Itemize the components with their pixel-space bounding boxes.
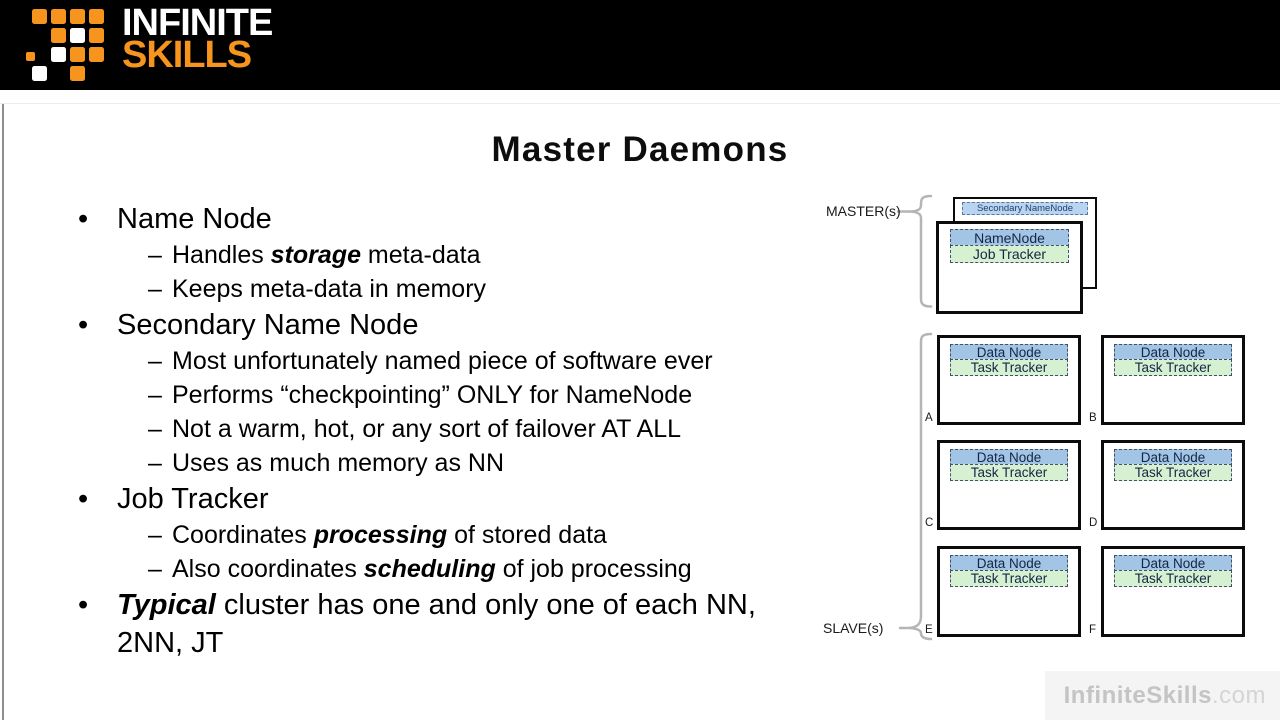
bullet-item: –Also coordinates scheduling of job proc…: [0, 552, 812, 586]
primary-master-node-box: NameNode Job Tracker: [936, 221, 1083, 314]
bullet-marker: •: [78, 483, 89, 515]
task-tracker-chip: Task Tracker: [950, 464, 1068, 481]
bullet-text: Keeps meta-data in memory: [172, 275, 487, 303]
slave-node-box-e: E Data Node Task Tracker: [925, 546, 1081, 637]
infinite-skills-logo: INFINITE SKILLS: [26, 2, 273, 85]
secondary-namenode-chip: Secondary NameNode: [962, 202, 1088, 215]
watermark-panel: InfiniteSkills.com: [1045, 671, 1280, 720]
bullet-text-emphasis: scheduling: [363, 555, 496, 583]
bullet-text: Most unfortunately named piece of softwa…: [172, 347, 713, 375]
bullet-item: –Performs “checkpointing” ONLY for NameN…: [0, 378, 812, 412]
bullet-item: –Most unfortunately named piece of softw…: [0, 344, 812, 378]
bullet-item: • Name Node: [0, 200, 812, 238]
bullet-marker: –: [148, 381, 162, 409]
bullet-text: Coordinates: [172, 521, 314, 549]
slave-group-label: SLAVE(s): [823, 620, 884, 636]
bullet-marker: –: [148, 241, 162, 269]
slave-letter: B: [1089, 412, 1097, 424]
slave-bracket: [908, 332, 933, 641]
slave-letter: A: [925, 412, 933, 424]
namenode-chip: NameNode: [950, 229, 1069, 247]
job-tracker-chip: Job Tracker: [950, 245, 1069, 263]
bullet-text: Also coordinates: [172, 555, 364, 583]
bullet-list: •Name Node –Handles storage meta-data –K…: [0, 200, 812, 662]
slave-node-box-a: A Data Node Task Tracker: [925, 335, 1081, 425]
logo-line-infinite: INFINITE: [122, 2, 273, 44]
bullet-item: • Job Tracker: [0, 480, 812, 518]
bullet-marker: –: [148, 347, 162, 375]
bullet-marker: –: [148, 449, 162, 477]
slave-node-box-c: C Data Node Task Tracker: [925, 440, 1081, 530]
bullet-marker: –: [148, 555, 162, 583]
bullet-text: Not a warm, hot, or any sort of failover…: [172, 415, 682, 443]
header-divider: [0, 103, 1280, 104]
slave-letter: E: [925, 624, 933, 636]
bullet-item: –Handles storage meta-data: [0, 238, 812, 272]
slave-letter: D: [1089, 517, 1098, 529]
bullet-marker: –: [148, 275, 162, 303]
bullet-item: –Coordinates processing of stored data: [0, 518, 812, 552]
bullet-text: cluster has one and only one of each NN,…: [117, 589, 756, 659]
bullet-text: Name Node: [117, 203, 272, 235]
slave-letter: F: [1089, 624, 1097, 636]
task-tracker-chip: Task Tracker: [1114, 570, 1232, 587]
bullet-item: –Not a warm, hot, or any sort of failove…: [0, 412, 812, 446]
bullet-text-emphasis: processing: [313, 521, 448, 549]
master-group-label: MASTER(s): [826, 203, 901, 219]
slave-node-box-f: F Data Node Task Tracker: [1089, 546, 1245, 637]
task-tracker-chip: Task Tracker: [1114, 464, 1232, 481]
data-node-chip: Data Node: [950, 344, 1068, 361]
bullet-item: –Keeps meta-data in memory: [0, 272, 812, 306]
data-node-chip: Data Node: [1114, 555, 1232, 572]
bullet-text: Secondary Name Node: [117, 309, 419, 341]
bullet-marker: •: [78, 589, 89, 621]
bullet-text: Performs “checkpointing” ONLY for NameNo…: [172, 381, 693, 409]
bullet-text: Handles: [172, 241, 271, 269]
task-tracker-chip: Task Tracker: [950, 359, 1068, 376]
page-title: Master Daemons: [491, 130, 789, 169]
bullet-text: of stored data: [447, 521, 607, 549]
bullet-item: • Secondary Name Node: [0, 306, 812, 344]
bullet-item: • Typical cluster has one and only one of…: [0, 586, 812, 662]
slide-left-edge-line: [2, 104, 4, 720]
bullet-marker: •: [78, 203, 89, 235]
bullet-text-emphasis: storage: [270, 241, 361, 269]
header-bar: INFINITE SKILLS: [0, 0, 1280, 90]
watermark-brand: InfiniteSkills: [1063, 681, 1212, 709]
bullet-marker: •: [78, 309, 89, 341]
master-bracket: [907, 194, 933, 308]
task-tracker-chip: Task Tracker: [950, 570, 1068, 587]
bullet-marker: –: [148, 415, 162, 443]
logo-line-skills: SKILLS: [122, 34, 252, 76]
slave-node-box-b: B Data Node Task Tracker: [1089, 335, 1245, 425]
bullet-text-emphasis: Typical: [117, 589, 216, 621]
logo-grid-icon: [26, 9, 104, 81]
logo-text: INFINITE SKILLS: [122, 2, 273, 76]
data-node-chip: Data Node: [950, 449, 1068, 466]
bullet-text: Uses as much memory as NN: [172, 449, 505, 477]
bullet-text: meta-data: [360, 241, 481, 269]
bullet-item: –Uses as much memory as NN: [0, 446, 812, 480]
bullet-marker: –: [148, 521, 162, 549]
slave-letter: C: [925, 517, 934, 529]
bullet-text: Job Tracker: [117, 483, 269, 515]
bullet-text: of job processing: [495, 555, 692, 583]
watermark-suffix: .com: [1211, 681, 1266, 709]
task-tracker-chip: Task Tracker: [1114, 359, 1232, 376]
data-node-chip: Data Node: [1114, 344, 1232, 361]
slave-node-box-d: D Data Node Task Tracker: [1089, 440, 1245, 530]
